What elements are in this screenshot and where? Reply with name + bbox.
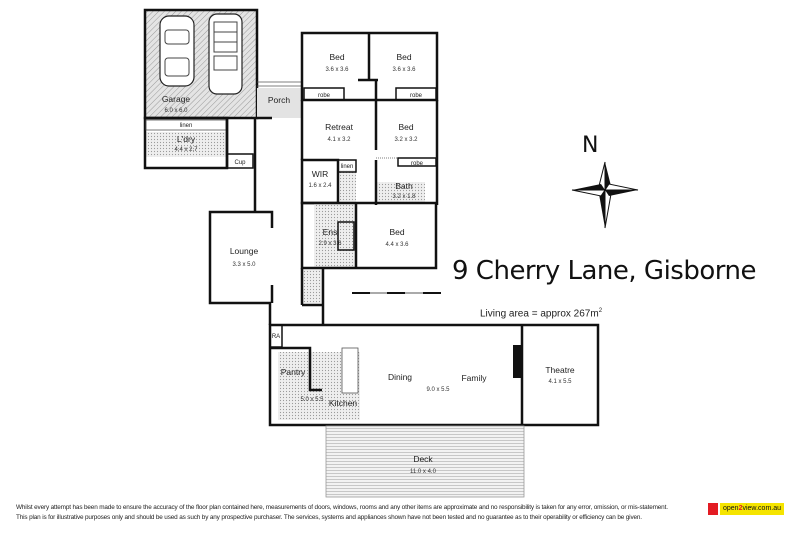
bed1-label: Bed — [329, 52, 344, 62]
porch-label: Porch — [268, 95, 290, 105]
logo-text: open2view.com.au — [720, 503, 785, 515]
car-icon — [208, 13, 243, 95]
bed3-dim: 3.2 x 3.2 — [394, 137, 418, 143]
property-title: 9 Cherry Lane, Gisborne — [452, 256, 756, 286]
laundry-linen-label: linen — [180, 123, 193, 129]
cup-label: Cup — [234, 160, 246, 166]
garage-label: Garage — [162, 94, 191, 104]
lounge-dim: 3.3 x 5.0 — [232, 262, 256, 268]
garage-dim: 6.0 x 6.0 — [164, 108, 188, 114]
robe3-label: robe — [411, 161, 424, 167]
open2view-logo: open2view.com.au — [708, 503, 785, 515]
toilet-area — [340, 170, 356, 203]
logo-text-pre: open — [723, 505, 739, 512]
north-label: N — [582, 133, 598, 158]
robe2-label: robe — [410, 93, 423, 99]
fireplace-icon — [513, 345, 522, 378]
laundry-floor — [146, 132, 226, 157]
theatre-dim: 4.1 x 5.5 — [548, 379, 572, 385]
bed4-label: Bed — [389, 227, 404, 237]
wc-floor — [303, 270, 322, 303]
disclaimer-line-1: Whilst every attempt has been made to en… — [16, 504, 668, 511]
car-icon — [159, 15, 195, 87]
wir-label: WIR — [312, 169, 329, 179]
ra-label: RA — [272, 334, 280, 340]
laundry-label: L'dry — [177, 134, 196, 144]
disclaimer-line-2: This plan is for illustrative purposes o… — [16, 514, 642, 521]
theatre-label: Theatre — [545, 365, 575, 375]
bed4-dim: 4.4 x 3.6 — [385, 242, 409, 248]
deck-area — [325, 425, 525, 498]
logo-text-post: view.com.au — [742, 505, 782, 512]
logo-icon — [708, 503, 718, 515]
living-area-unit: 2 — [598, 308, 603, 314]
dining-label: Dining — [388, 372, 412, 382]
bath-label: Bath — [395, 181, 413, 191]
family-label: Family — [461, 373, 487, 383]
family-dim: 9.0 x 5.5 — [426, 387, 450, 393]
bath-floor — [377, 182, 425, 204]
kitchen-dim: 5.0 x 5.5 — [300, 397, 324, 403]
bed2-label: Bed — [396, 52, 411, 62]
deck-dim: 11.0 x 4.0 — [410, 469, 437, 475]
north-compass-icon — [571, 161, 639, 229]
bed2-dim: 3.6 x 3.6 — [392, 67, 416, 73]
pantry-label: Pantry — [281, 367, 306, 377]
ensuite-floor — [314, 204, 356, 268]
retreat-dim: 4.1 x 3.2 — [327, 137, 351, 143]
disclaimer: Whilst every attempt has been made to en… — [16, 503, 706, 523]
kitchen-label: Kitchen — [329, 398, 358, 408]
retreat-label: Retreat — [325, 122, 354, 132]
robe1-label: robe — [318, 93, 331, 99]
living-area-text: Living area = approx 267m — [480, 308, 599, 320]
living-area-note: Living area = approx 267m2 — [480, 308, 602, 319]
ensuite-dim: 2.9 x 3.6 — [318, 241, 342, 247]
deck-label: Deck — [413, 454, 433, 464]
ensuite-label: Ens — [323, 227, 338, 237]
laundry-dim: 4.4 x 2.7 — [174, 147, 198, 153]
logo-text-num: 2 — [738, 505, 743, 512]
bath-dim: 3.2 x 1.8 — [392, 194, 416, 200]
lounge-label: Lounge — [230, 246, 259, 256]
bed1-dim: 3.6 x 3.6 — [325, 67, 349, 73]
porch-area — [257, 88, 302, 118]
bed3-label: Bed — [398, 122, 413, 132]
wir-dim: 1.6 x 2.4 — [308, 183, 332, 189]
linen-hall-label: linen — [341, 164, 354, 170]
